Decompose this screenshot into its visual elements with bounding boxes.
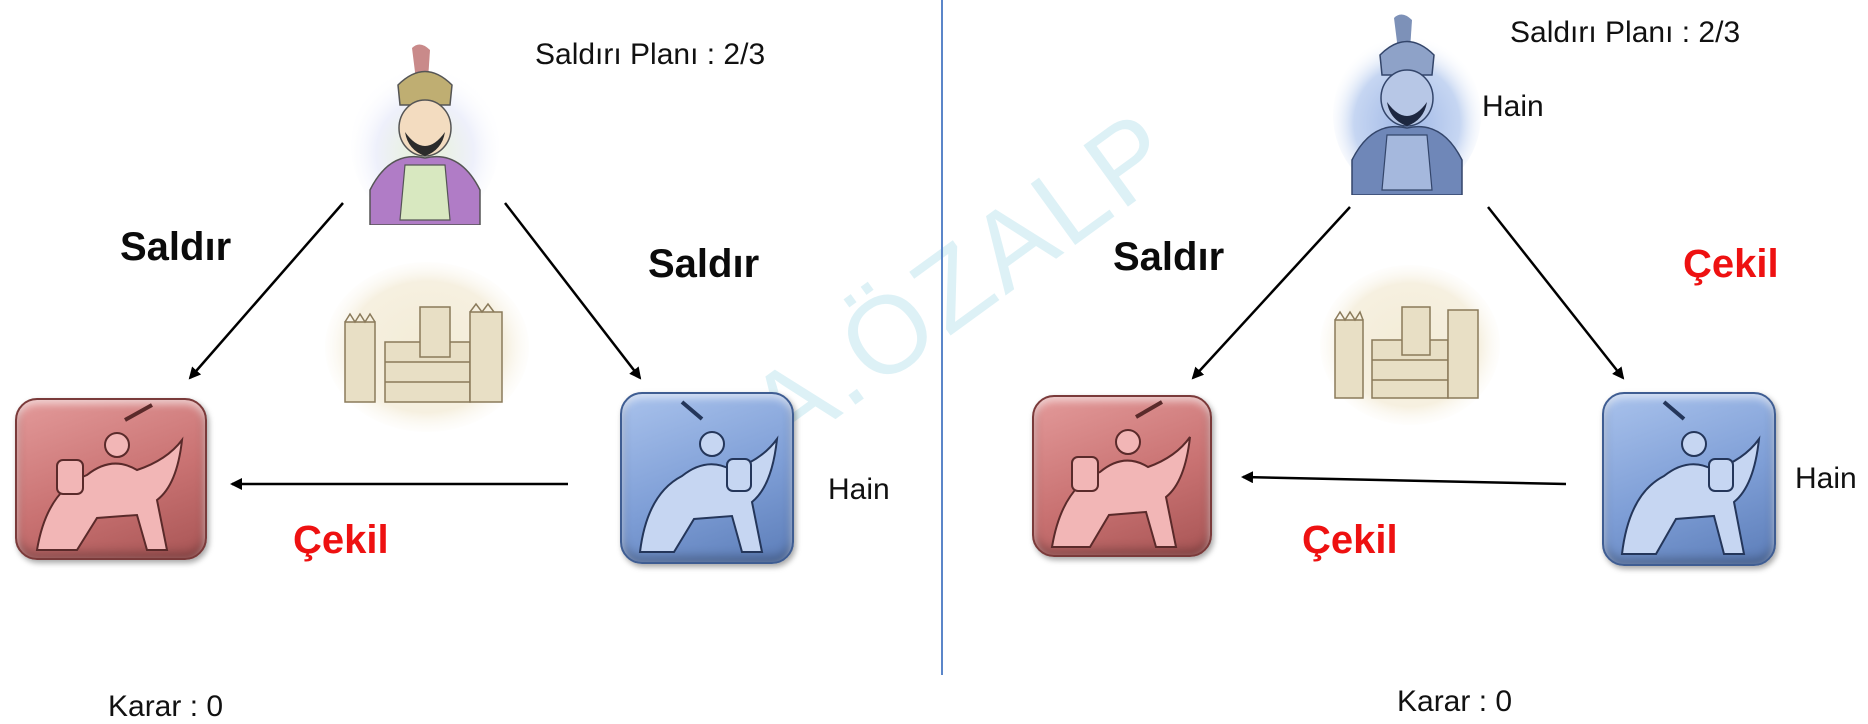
commander-general-icon [350,40,500,226]
red-general-tile [15,398,207,560]
panel-divider [941,0,943,675]
knight-icon [638,400,779,553]
traitor-label: Hain [828,473,890,506]
decision-label: Karar : 0 [108,690,224,723]
attack-plan-label-right: Saldırı Planı : 2/3 [1510,16,1741,49]
commander-traitor-label: Hain [1482,90,1544,123]
message-retreat-to-blue: Çekil [1683,242,1779,286]
decision-label-right: Karar : 0 [1397,685,1513,718]
traitor-label-right: Hain [1795,462,1857,495]
knight-icon [1620,400,1761,555]
blue-general-tile-right [1602,392,1776,566]
arrow-blue-to-red-right [1241,471,1567,486]
message-retreat: Çekil [293,518,389,562]
castle-icon [325,262,530,432]
arrow-commander-to-blue [504,202,642,380]
message-retreat-right: Çekil [1302,518,1398,562]
message-attack-to-red: Saldır [120,225,232,269]
message-attack-to-red-right: Saldır [1113,235,1225,279]
castle-icon-right [1320,265,1500,425]
knight-icon [35,403,184,551]
arrow-commander-to-red [188,202,344,380]
attack-plan-label: Saldırı Planı : 2/3 [535,38,766,71]
arrow-commander-to-blue-right [1487,206,1625,380]
blue-general-tile [620,392,794,564]
arrow-commander-to-red-right [1191,206,1351,380]
red-general-tile-right [1032,395,1212,557]
message-attack-to-blue: Saldır [648,242,760,286]
knight-icon [1050,400,1191,548]
commander-general-icon-traitor [1332,10,1482,196]
